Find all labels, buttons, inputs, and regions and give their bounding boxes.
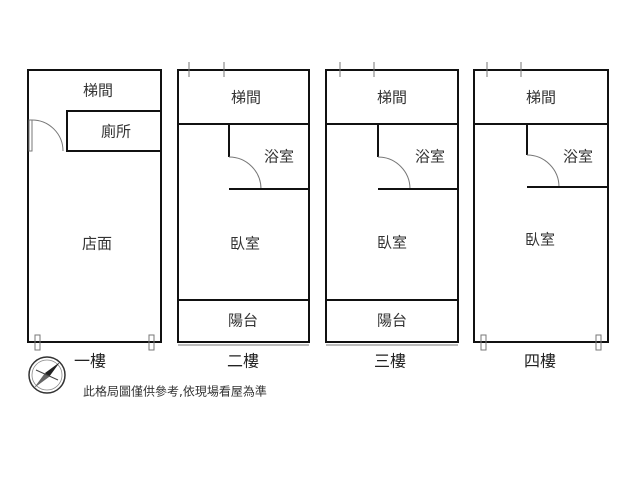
room-label-stair: 梯間 (83, 82, 113, 100)
door-swing-icon (31, 119, 64, 152)
room-label-stair: 梯間 (526, 89, 556, 107)
floor-1-plan: 梯間 廁所 店面 一樓 (27, 69, 162, 371)
room-label-bedroom: 臥室 (525, 231, 555, 249)
room-label-bath: 浴室 (264, 148, 294, 166)
room-label-balcony: 陽台 (228, 312, 258, 330)
floor-4-outline (473, 69, 609, 343)
floor-1-outline (27, 69, 162, 343)
room-label-bedroom: 臥室 (230, 235, 260, 253)
column-icon (595, 334, 602, 351)
floor-3-outline (325, 69, 459, 343)
room-label-toilet: 廁所 (101, 123, 131, 141)
room-label-stair: 梯間 (231, 89, 261, 107)
floor-label: 三樓 (374, 352, 406, 371)
floor-4-plan: 梯間 浴室 臥室 四樓 (473, 62, 609, 371)
room-label-balcony: 陽台 (377, 312, 407, 330)
column-icon (34, 334, 41, 351)
room-label-bath: 浴室 (563, 148, 593, 166)
door-swing-icon (377, 156, 411, 190)
toilet-wall (66, 110, 162, 152)
compass-icon (28, 356, 66, 394)
room-label-stair: 梯間 (377, 89, 407, 107)
door-swing-icon (228, 156, 262, 190)
room-label-bedroom: 臥室 (377, 234, 407, 252)
door-swing-icon (526, 154, 560, 188)
column-icon (480, 334, 487, 351)
room-label-bath: 浴室 (415, 148, 445, 166)
floor-2-outline (177, 69, 310, 343)
floor-label: 二樓 (227, 352, 259, 371)
room-label-shop: 店面 (82, 235, 112, 253)
floor-label: 一樓 (74, 352, 106, 371)
floor-3-plan: 梯間 浴室 臥室 陽台 三樓 (325, 62, 459, 371)
door-icon (28, 119, 33, 152)
disclaimer-note: 此格局圖僅供參考,依現場看屋為準 (83, 384, 267, 399)
floor-label: 四樓 (524, 352, 556, 371)
floor-2-plan: 梯間 浴室 臥室 陽台 二樓 (177, 62, 310, 371)
column-icon (148, 334, 155, 351)
